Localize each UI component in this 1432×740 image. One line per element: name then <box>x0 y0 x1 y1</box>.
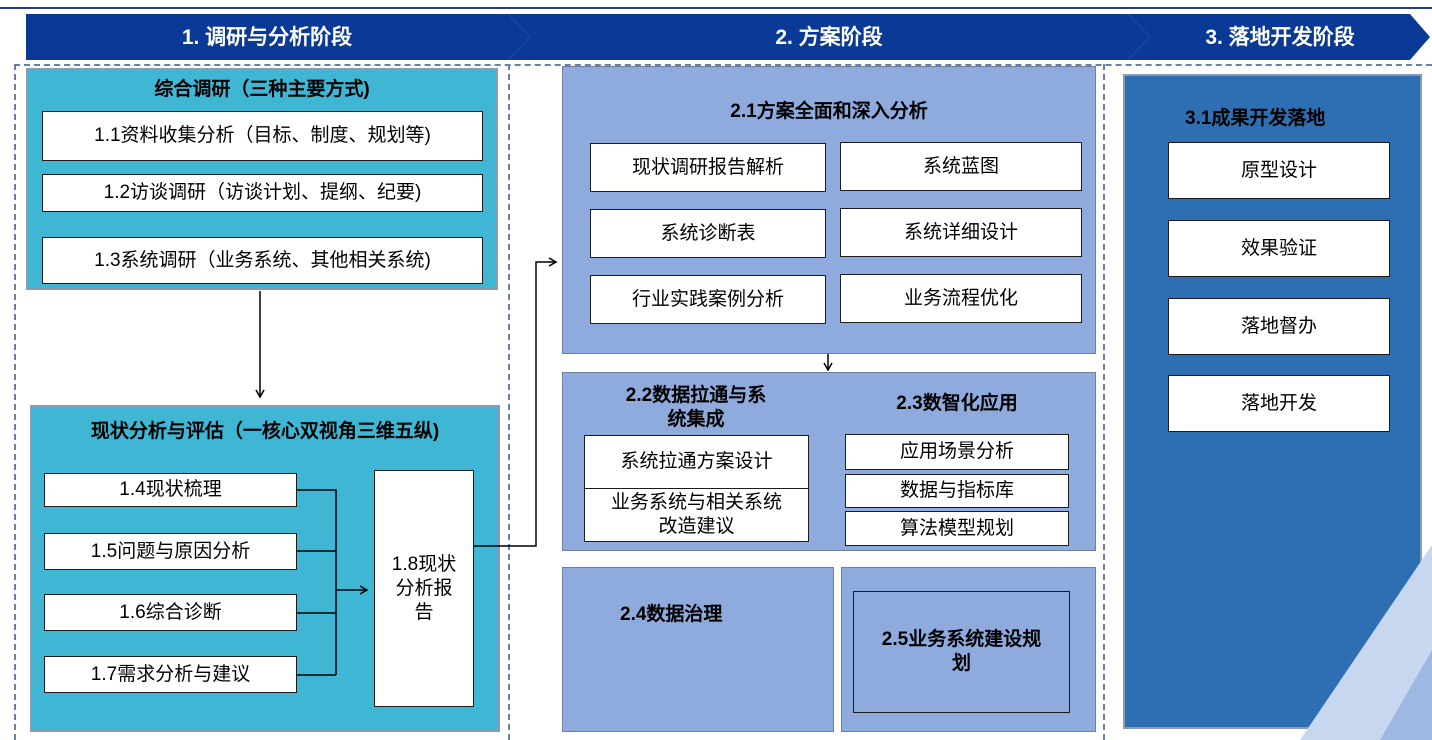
s31-item-1: 原型设计 <box>1168 142 1390 199</box>
s22-title-line-1: 2.2数据拉通与系 <box>625 385 767 406</box>
phase-2-label: 2. 方案阶段 <box>775 26 883 49</box>
s31-item-3: 落地督办 <box>1168 298 1390 355</box>
phase-3-label: 3. 落地开发阶段 <box>1205 26 1355 49</box>
s21-item-5: 行业实践案例分析 <box>590 275 826 324</box>
s25-box: 2.5业务系统建设规 划 <box>853 591 1070 713</box>
planning-panel <box>841 567 1096 732</box>
status-report-line-2: 分析报 <box>395 577 453 599</box>
column-top-dash-1 <box>14 64 1432 66</box>
top-rule <box>0 7 1432 9</box>
status-report-line-3: 告 <box>414 601 434 623</box>
analysis-item-2: 1.5问题与原因分析 <box>44 533 297 570</box>
s24-title: 2.4数据治理 <box>620 604 723 625</box>
research-panel-title: 综合调研（三种主要方式) <box>154 79 370 100</box>
s23-item-2: 数据与指标库 <box>845 474 1069 508</box>
phase-1-label: 1. 调研与分析阶段 <box>181 26 353 49</box>
analysis-21-title: 2.1方案全面和深入分析 <box>730 101 928 122</box>
s21-item-2: 系统蓝图 <box>840 142 1082 191</box>
s25-title-line-2: 划 <box>951 653 971 674</box>
research-item-3: 1.3系统调研（业务系统、其他相关系统) <box>42 237 483 284</box>
s21-item-6: 业务流程优化 <box>840 274 1082 323</box>
s22-item-2-line-2: 改造建议 <box>658 516 735 537</box>
s31-title: 3.1成果开发落地 <box>1185 108 1326 129</box>
s23-item-3: 算法模型规划 <box>845 511 1069 546</box>
analysis-item-1: 1.4现状梳理 <box>44 473 297 507</box>
s31-item-4: 落地开发 <box>1168 375 1390 432</box>
analysis-item-4: 1.7需求分析与建议 <box>44 656 297 693</box>
column-divider-left <box>14 64 16 740</box>
s22-title: 2.2数据拉通与系 统集成 <box>586 384 806 432</box>
status-report-line-1: 1.8现状 <box>391 553 457 575</box>
governance-panel <box>562 567 834 732</box>
s21-item-1: 现状调研报告解析 <box>590 143 826 192</box>
research-item-2: 1.2访谈调研（访谈计划、提纲、纪要) <box>42 174 483 212</box>
column-divider-1 <box>508 64 510 740</box>
s21-item-3: 系统诊断表 <box>590 209 826 258</box>
s23-title: 2.3数智化应用 <box>896 393 1018 414</box>
s22-item-2-line-1: 业务系统与相关系统 <box>610 492 782 513</box>
s22-item-1: 系统拉通方案设计 <box>584 435 809 489</box>
s21-item-4: 系统详细设计 <box>840 208 1082 257</box>
analysis-panel-title: 现状分析与评估（一核心双视角三维五纵) <box>90 421 440 442</box>
s25-title-line-1: 2.5业务系统建设规 <box>881 629 1042 650</box>
s22-title-line-2: 统集成 <box>667 409 725 430</box>
research-item-1: 1.1资料收集分析（目标、制度、规划等) <box>42 111 483 161</box>
column-divider-2 <box>1103 64 1105 740</box>
s22-item-2: 业务系统与相关系统 改造建议 <box>584 488 809 542</box>
analysis-item-3: 1.6综合诊断 <box>44 594 297 631</box>
status-report-box: 1.8现状 分析报 告 <box>374 470 474 707</box>
s23-item-1: 应用场景分析 <box>845 434 1069 470</box>
s31-item-2: 效果验证 <box>1168 220 1390 277</box>
